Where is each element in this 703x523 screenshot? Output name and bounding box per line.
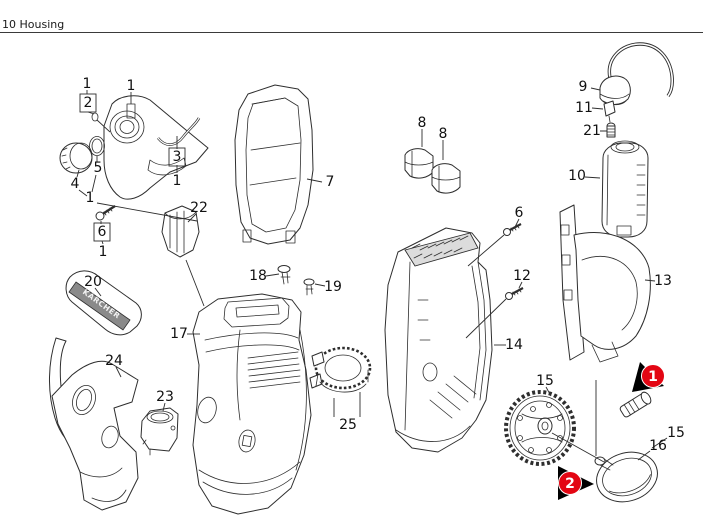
brand-plate-band [68,281,131,331]
part-axle-pin-drawing [619,391,652,418]
callout-21[interactable]: 21 [583,123,601,139]
callout-19[interactable]: 19 [324,279,342,295]
part-wheel-drawing [504,390,576,466]
part-hub-cap-drawing [594,451,658,503]
callout-18[interactable]: 18 [249,268,267,284]
callout-4[interactable]: 4 [71,176,80,192]
callout-15a[interactable]: 15 [536,373,554,389]
part-clip-19-drawing [303,278,315,296]
callout-13[interactable]: 13 [654,273,672,289]
callout-6r[interactable]: 6 [515,205,524,221]
part-handle-frame-drawing [234,84,314,245]
part-tank-drawing [601,140,649,238]
part-connector-drawing [603,100,616,123]
callout-1a[interactable]: 1 [83,76,92,92]
callout-12[interactable]: 12 [513,268,531,284]
part-main-body-drawing [384,227,493,453]
callout-11[interactable]: 11 [575,100,593,116]
badge-2-circle [558,471,582,495]
callout-10[interactable]: 10 [568,168,586,184]
callout-22[interactable]: 22 [190,200,208,216]
callout-2[interactable]: 2 [84,95,93,111]
callout-23[interactable]: 23 [156,389,174,405]
callout-6l[interactable]: 6 [98,224,107,240]
part-screw-6r-drawing [503,223,522,236]
callout-6-box [93,222,111,242]
callout-5[interactable]: 5 [94,160,103,176]
callout-15b[interactable]: 15 [667,425,685,441]
selection-badge-2[interactable]: 2 [558,466,594,500]
part-oring-drawing [89,136,105,156]
badge-1-number: 1 [648,369,658,385]
part-clamp-drawing [309,346,372,393]
part-knob-drawing [59,142,93,174]
callout-1d[interactable]: 1 [86,190,95,206]
part-valve-drawing [606,122,616,138]
callout-25[interactable]: 25 [339,417,357,433]
callout-labels: 1 2 1 3 1 4 5 1 6 1 7 8 8 9 11 21 10 6 1… [71,76,685,454]
callout-17[interactable]: 17 [170,326,188,342]
part-cover-drawing [161,205,200,258]
part-screw-12-drawing [505,287,524,300]
callout-24[interactable]: 24 [105,353,123,369]
part-side-trim-drawing [49,337,139,511]
part-brand-plate-drawing: KÄRCHER [65,270,142,336]
part-roller-b-drawing [431,163,461,194]
callout-3[interactable]: 3 [173,149,182,165]
callout-1e[interactable]: 1 [99,244,108,260]
badge-1-circle [641,364,665,388]
callout-8a[interactable]: 8 [418,115,427,131]
callout-20[interactable]: 20 [84,274,102,290]
callout-7[interactable]: 7 [326,174,335,190]
callout-8b[interactable]: 8 [439,126,448,142]
part-roller-a-drawing [404,148,434,179]
part-cap-hose-drawing [599,42,674,106]
callout-1c[interactable]: 1 [173,173,182,189]
badge-2-number: 2 [565,476,575,492]
part-front-housing-drawing [192,293,312,515]
callout-9[interactable]: 9 [579,79,588,95]
callout-1b[interactable]: 1 [127,78,136,94]
part-clip-18-drawing [277,265,291,285]
leader-lines [76,87,668,463]
part-holder-drawing [140,407,179,456]
callout-14[interactable]: 14 [505,337,523,353]
part-side-panel-drawing [559,204,651,363]
callout-16[interactable]: 16 [649,438,667,454]
part-switch-panel-drawing [103,95,209,200]
callout-3-box [168,147,186,167]
header-divider [0,32,703,33]
callout-2-box [79,93,97,113]
part-pin-drawing [91,112,99,122]
selection-badge-1[interactable]: 1 [632,362,665,392]
part-screw-left-drawing [95,204,116,221]
page-title: 10 Housing [2,18,65,31]
